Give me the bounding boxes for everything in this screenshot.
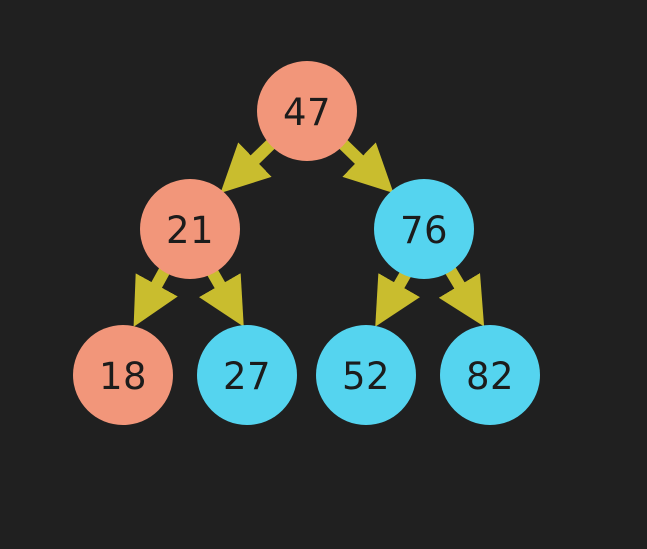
tree-node-right-right: 82 (440, 325, 540, 425)
tree-node-left-left: 18 (73, 325, 173, 425)
node-label: 82 (465, 354, 515, 398)
edge-47-21 (220, 139, 276, 194)
tree-node-left-right: 27 (197, 325, 297, 425)
node-label: 47 (282, 90, 332, 134)
edge-76-82 (438, 264, 485, 327)
edge-21-27 (199, 265, 244, 327)
tree-node-right-left: 52 (316, 325, 416, 425)
edge-21-18 (133, 265, 178, 327)
tree-node-right: 76 (374, 179, 474, 279)
node-label: 27 (222, 354, 272, 398)
node-label: 18 (98, 354, 148, 398)
edge-47-76 (338, 139, 394, 194)
node-label: 52 (341, 354, 391, 398)
tree-node-left: 21 (140, 179, 240, 279)
tree-node-root: 47 (257, 61, 357, 161)
node-label: 76 (399, 208, 449, 252)
node-label: 21 (165, 208, 215, 252)
